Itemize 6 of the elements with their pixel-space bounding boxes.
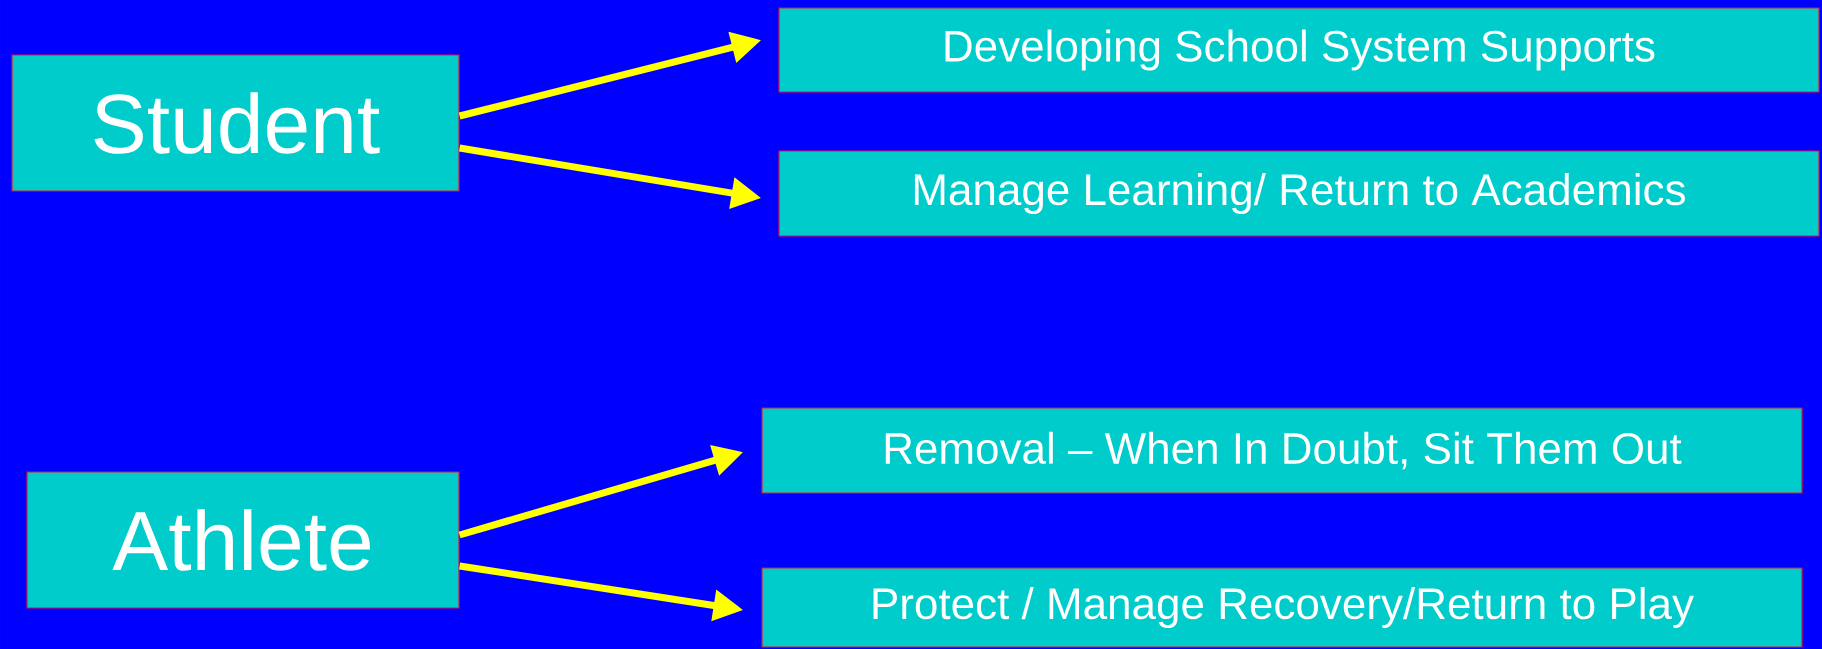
label-box: Developing School System Supports — [778, 7, 1820, 93]
label-box: Manage Learning/ Return to Academics — [778, 150, 1820, 237]
label-box: Protect / Manage Recovery/Return to Play — [761, 567, 1803, 648]
label-box: Athlete — [26, 471, 460, 609]
label-box: Student — [11, 54, 460, 192]
label-box: Removal – When In Doubt, Sit Them Out — [761, 407, 1803, 494]
